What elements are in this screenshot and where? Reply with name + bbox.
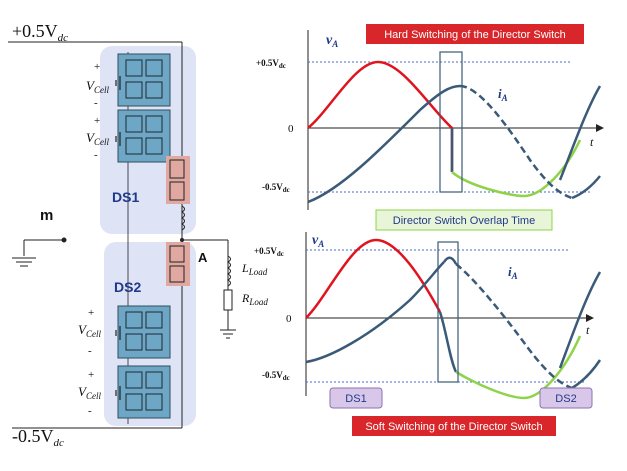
bottom-current-spike — [442, 256, 458, 265]
svg-text:-: - — [88, 345, 92, 357]
bottom-v-label: vA — [312, 233, 324, 249]
top-current-solid — [307, 84, 461, 204]
cell-module-3 — [115, 305, 171, 359]
cell-voltage-label-3: + VCell - — [78, 307, 101, 357]
svg-text:+: + — [88, 369, 94, 381]
bottom-voltage-red — [305, 238, 442, 319]
bottom-i-label: iA — [508, 264, 518, 281]
svg-text:+: + — [94, 115, 100, 127]
ds1-label: DS1 — [112, 189, 139, 205]
bottom-voltage-blue-transition — [438, 311, 458, 373]
top-x-axis-arrow — [596, 124, 604, 132]
svg-text:-: - — [94, 97, 98, 109]
bottom-rail-label: -0.5Vdc — [12, 426, 64, 449]
top-current-rising — [558, 85, 602, 181]
cell-voltage-label-2: + VCell - — [86, 115, 109, 161]
director-switch-2 — [166, 242, 190, 286]
hard-switching-banner — [366, 24, 584, 44]
load-resistor-label: RLoad — [241, 291, 268, 307]
cell-voltage-label-4: + VCell - — [78, 369, 101, 417]
cell-module-2 — [115, 109, 171, 163]
hard-switching-waveform: Hard Switching of the Director Switch vA… — [256, 24, 604, 210]
top-neg-label: -0.5Vdc — [262, 182, 290, 194]
circuit-schematic: +0.5Vdc -0.5Vdc m A DS1 DS2 + VCell - + … — [8, 21, 268, 449]
top-zero-label: 0 — [288, 123, 294, 135]
ds2-tag-text: DS2 — [555, 393, 576, 405]
load-inductor-label: LLoad — [241, 261, 268, 277]
director-switch-1 — [166, 156, 190, 204]
top-t-label: t — [590, 135, 594, 149]
load-inductor — [227, 255, 231, 287]
bottom-neg-label: -0.5Vdc — [262, 370, 290, 382]
node-a-label: A — [198, 250, 208, 265]
bottom-overlap-window — [437, 241, 459, 383]
top-rail-label: +0.5Vdc — [12, 21, 68, 44]
bottom-current-solid — [305, 261, 445, 364]
top-overlap-window — [439, 51, 463, 193]
top-v-label: vA — [326, 33, 338, 49]
cell-module-1 — [115, 53, 171, 107]
bottom-x-axis-arrow — [586, 314, 594, 322]
svg-text:+: + — [88, 307, 94, 319]
ds2-label: DS2 — [114, 279, 141, 295]
bottom-voltage-green — [455, 335, 582, 400]
cell-module-4 — [115, 365, 171, 419]
top-voltage-green — [451, 139, 582, 198]
bottom-t-label: t — [586, 323, 590, 337]
overlap-time-label: Director Switch Overlap Time — [393, 215, 535, 227]
soft-switching-waveform: vA iA +0.5Vdc -0.5Vdc 0 t DS1 DS2 Soft S… — [254, 232, 602, 436]
cell-voltage-label-1: + VCell - — [86, 61, 109, 109]
arm-inductor — [181, 205, 185, 231]
svg-text:+: + — [94, 61, 100, 73]
bottom-current-rising — [558, 271, 602, 369]
svg-text:VCell: VCell — [78, 384, 101, 401]
ds1-tag-text: DS1 — [345, 393, 366, 405]
bottom-zero-label: 0 — [286, 313, 292, 325]
top-current-right — [571, 175, 601, 200]
top-i-label: iA — [498, 86, 508, 103]
bottom-current-right — [571, 359, 602, 390]
svg-text:-: - — [94, 149, 98, 161]
ds2-tag — [539, 387, 593, 409]
bottom-pos-label: +0.5Vdc — [254, 246, 284, 258]
top-pos-label: +0.5Vdc — [256, 58, 286, 70]
hard-switching-banner-text: Hard Switching of the Director Switch — [384, 29, 566, 41]
soft-switching-banner-text: Soft Switching of the Director Switch — [365, 421, 542, 433]
top-current-dashed — [459, 84, 573, 200]
svg-text:-: - — [88, 405, 92, 417]
svg-text:VCell: VCell — [86, 78, 109, 95]
midpoint-label: m — [40, 207, 53, 224]
load-resistor — [223, 289, 233, 311]
svg-text:VCell: VCell — [86, 130, 109, 147]
bottom-current-dashed — [455, 263, 573, 390]
ds1-tag — [329, 387, 383, 409]
overlap-time-box — [375, 209, 553, 231]
top-voltage-red — [307, 60, 454, 172]
svg-text:VCell: VCell — [78, 322, 101, 339]
soft-switching-banner — [352, 416, 556, 436]
